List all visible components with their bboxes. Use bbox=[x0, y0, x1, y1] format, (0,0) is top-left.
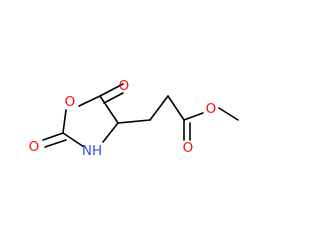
bond-c2-ring-o bbox=[62, 109, 67, 134]
bond-c4-ch2 bbox=[117, 119, 151, 124]
chemical-structure: O O O NH O O bbox=[29, 78, 239, 159]
atom-carbonyl-oxygen-top: O bbox=[119, 78, 130, 94]
atom-ring-oxygen: O bbox=[65, 94, 76, 110]
bond-ch2-cester bbox=[167, 95, 185, 121]
atom-ester-carbonyl-oxygen: O bbox=[183, 140, 194, 156]
bond-c5-o-double-b bbox=[103, 92, 124, 104]
atom-nitrogen: NH bbox=[82, 143, 102, 159]
bond-ester-c-o bbox=[183, 112, 204, 121]
bond-ring-o-c5 bbox=[78, 95, 101, 107]
bond-n-c2 bbox=[62, 132, 85, 148]
bond-c4-n bbox=[102, 122, 119, 143]
atoms: O O O NH O O bbox=[29, 78, 217, 159]
bonds bbox=[42, 83, 239, 148]
bond-c5-o-double-a bbox=[99, 83, 124, 97]
bond-o-methyl bbox=[218, 107, 239, 121]
bond-ch2-ch2 bbox=[149, 95, 169, 121]
bond-c2-o-double-a bbox=[42, 132, 64, 141]
atom-carbonyl-oxygen-left: O bbox=[29, 139, 40, 155]
bond-c5-c4 bbox=[99, 95, 119, 124]
bond-c2-o-double-b bbox=[44, 139, 67, 148]
atom-ester-oxygen: O bbox=[206, 101, 217, 117]
